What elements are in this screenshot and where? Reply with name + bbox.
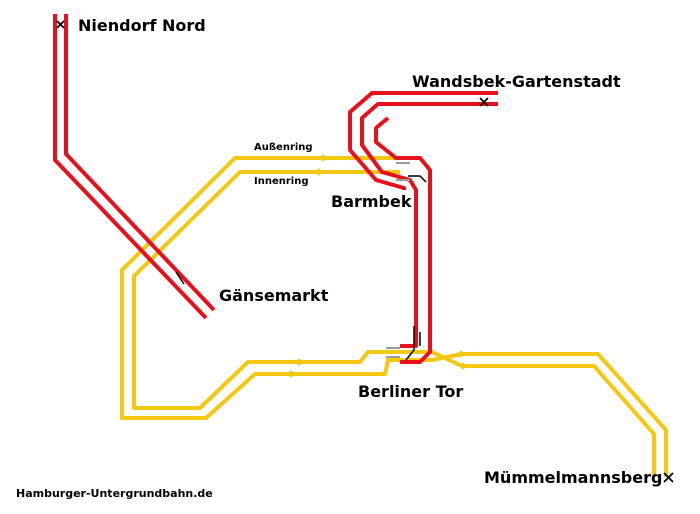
barmbek-crossover <box>408 175 427 183</box>
station-label-berliner-tor: Berliner Tor <box>358 382 463 401</box>
red-track-east-c <box>348 91 498 190</box>
yellow-arrow-inner-3 <box>461 362 467 370</box>
terminus-x-icon-niendorf <box>56 20 65 29</box>
station-label-muemmelmannsberg: Mümmelmannsberg <box>484 468 662 487</box>
station-label-barmbek: Barmbek <box>331 192 412 211</box>
station-label-gaensemarkt: Gänsemarkt <box>219 286 329 305</box>
terminus-x-icon-muemmelmannsberg <box>663 472 674 483</box>
credit-text: Hamburger-Untergrundbahn.de <box>16 487 213 500</box>
crossover-marks <box>175 175 427 361</box>
red-track-east-a <box>360 102 498 348</box>
yellow-track-inner <box>132 170 656 477</box>
yellow-track-outer <box>120 156 668 477</box>
terminus-x-icon-wandsbek <box>479 97 489 107</box>
station-label-wandsbek-gartenstadt: Wandsbek-Gartenstadt <box>412 72 621 91</box>
yellow-arrow-outer-1 <box>319 154 325 162</box>
yellow-arrow-inner-2 <box>295 358 301 366</box>
ring-label-inner: Innenring <box>254 176 309 187</box>
yellow-arrow-inner-1 <box>317 168 323 176</box>
ring-label-outer: Außenring <box>254 142 313 153</box>
red-track-west-a <box>53 14 208 320</box>
red-line-west <box>53 14 216 320</box>
yellow-arrow-outer-3 <box>457 350 463 358</box>
yellow-line <box>120 154 668 477</box>
station-label-niendorf-nord: Niendorf Nord <box>78 16 206 35</box>
red-track-west-b <box>64 14 216 312</box>
red-track-east-d <box>374 116 432 364</box>
yellow-arrow-outer-2 <box>289 370 295 378</box>
red-line-east <box>348 91 498 364</box>
platform-marks <box>386 162 410 358</box>
terminus-markers <box>56 20 674 483</box>
berliner-tor-crossover-1 <box>405 326 415 361</box>
gaensemarkt-crossover <box>175 271 185 285</box>
